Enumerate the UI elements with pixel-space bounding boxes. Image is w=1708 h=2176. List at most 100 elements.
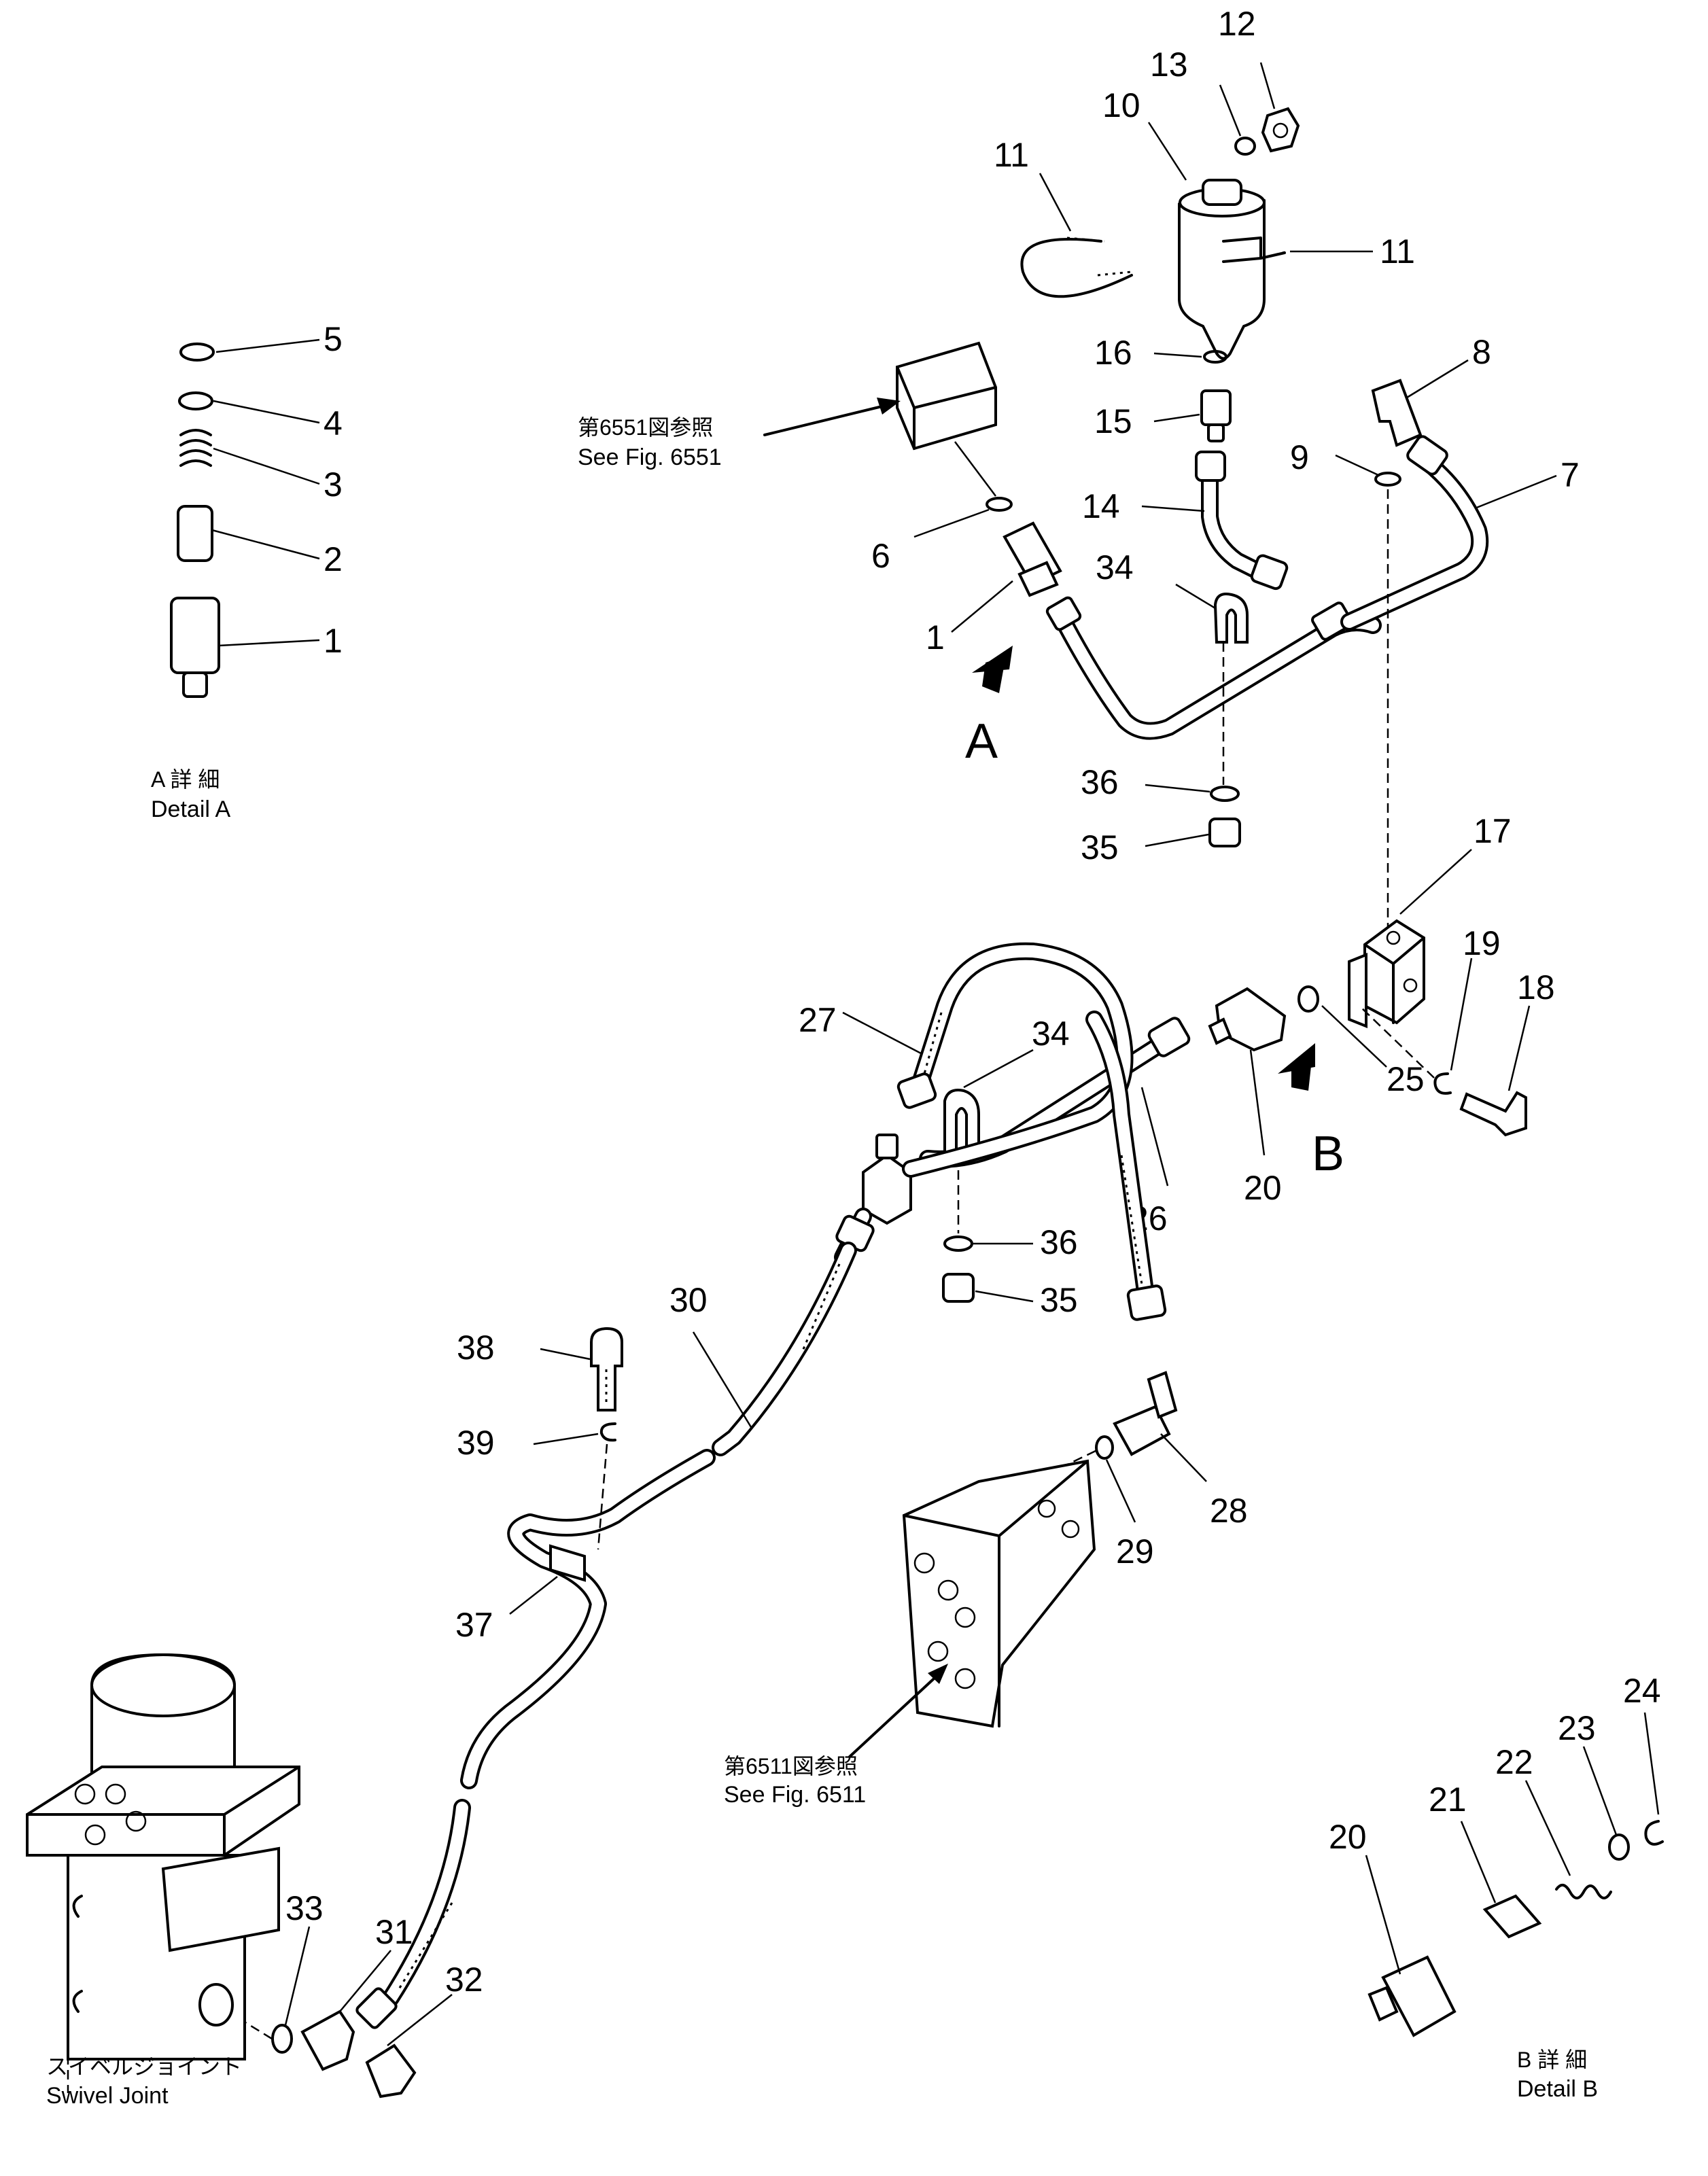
part-32-plug <box>365 2043 417 2099</box>
middle-assembly: 17 19 18 25 20 B 26 34 <box>724 812 1555 1808</box>
label-12: 12 <box>1218 5 1256 43</box>
tee-fitting-upper <box>1311 601 1353 641</box>
label-20a: 20 <box>1244 1169 1282 1207</box>
label-27: 27 <box>799 1001 837 1039</box>
part-31-hose-nut <box>355 1987 398 2029</box>
label-32: 32 <box>445 1961 483 1999</box>
label-29: 29 <box>1116 1532 1154 1570</box>
part-8-elbow <box>1371 379 1423 447</box>
label-11a: 11 <box>994 136 1029 174</box>
part-31-elbow <box>300 2010 355 2071</box>
label-31: 31 <box>375 1913 413 1951</box>
label-21: 21 <box>1429 1780 1467 1819</box>
label-10: 10 <box>1102 86 1140 124</box>
label-36b: 36 <box>1040 1223 1078 1261</box>
detail-b: 20 21 22 23 24 B 詳 細 Detail B <box>1329 1672 1664 2102</box>
part-35-nut <box>1208 818 1241 847</box>
label-16: 16 <box>1094 334 1132 372</box>
label-39: 39 <box>457 1424 495 1462</box>
part-39-lock-washer <box>599 1422 616 1442</box>
fig-6511-ref: See Fig. 6511 <box>724 1782 866 1808</box>
detail-b-caption-jp: B 詳 細 <box>1517 2048 1587 2072</box>
part-22-spring <box>1555 1884 1612 1899</box>
detail-a: 5 4 3 2 1 A 詳 細 Detail A <box>151 320 343 822</box>
label-11b: 11 <box>1380 232 1415 270</box>
label-28: 28 <box>1210 1492 1248 1530</box>
part-36-washer <box>1210 786 1240 802</box>
upper-assembly: 第6551図参照 See Fig. 6551 6 1 A 7 8 <box>578 5 1580 938</box>
label-4: 4 <box>324 404 343 442</box>
label-7: 7 <box>1561 456 1580 494</box>
label-1b: 1 <box>926 618 945 656</box>
part-5-snap-ring <box>179 343 215 362</box>
view-a-label: A <box>965 714 998 769</box>
part-19-lock-washer <box>1433 1072 1452 1095</box>
part-34-u-bolt <box>1213 593 1249 644</box>
lower-assembly: 30 37 38 39 31 33 32 <box>26 1208 875 2109</box>
part-33-o-ring <box>271 2024 293 2054</box>
label-14: 14 <box>1082 487 1120 525</box>
detail-a-caption-jp: A 詳 細 <box>151 767 220 792</box>
label-3: 3 <box>324 466 343 504</box>
part-35-nut-middle <box>942 1273 975 1303</box>
arrow-b-icon <box>1278 1043 1315 1091</box>
label-8: 8 <box>1472 333 1491 371</box>
part-2-plunger <box>177 505 213 562</box>
label-30: 30 <box>669 1281 708 1319</box>
label-23: 23 <box>1558 1709 1596 1747</box>
fig-6551-ref-jp: 第6551図参照 <box>578 415 713 440</box>
label-1: 1 <box>324 622 343 660</box>
label-34b: 34 <box>1032 1015 1070 1053</box>
part-29-o-ring <box>1095 1435 1114 1460</box>
swivel-joint-caption: Swivel Joint <box>46 2083 169 2109</box>
part-34-u-bolt-middle <box>943 1089 980 1157</box>
view-b-label: B <box>1312 1127 1344 1181</box>
label-36a: 36 <box>1081 763 1119 801</box>
label-24: 24 <box>1623 1672 1661 1710</box>
label-38: 38 <box>457 1329 495 1367</box>
label-19: 19 <box>1463 924 1501 962</box>
label-35b: 35 <box>1040 1281 1078 1319</box>
label-35a: 35 <box>1081 828 1119 866</box>
part-37-clamp <box>549 1544 586 1582</box>
label-34a: 34 <box>1096 548 1134 586</box>
part-4-washer <box>178 391 213 410</box>
part-20-check-valve <box>1215 987 1287 1052</box>
label-22: 22 <box>1495 1743 1533 1781</box>
part-7-pipe-nut <box>1406 435 1448 476</box>
swivel-joint <box>26 1653 300 2093</box>
label-6: 6 <box>871 537 890 575</box>
label-9: 9 <box>1290 438 1309 476</box>
part-36-washer-middle <box>943 1235 973 1252</box>
label-17: 17 <box>1474 812 1512 850</box>
part-3-spring <box>179 429 212 467</box>
part-15-connector <box>1200 389 1232 426</box>
fig-6551-ref: See Fig. 6551 <box>578 444 722 470</box>
block-fig-6551 <box>896 341 997 451</box>
part-12-nut <box>1261 107 1300 153</box>
part-16-o-ring <box>1203 350 1227 364</box>
part-27-hose-nut <box>896 1072 937 1109</box>
part-20-valve-detail <box>1381 1955 1457 2037</box>
detail-a-caption: Detail A <box>151 796 230 822</box>
label-15: 15 <box>1094 402 1132 440</box>
label-25: 25 <box>1387 1060 1425 1098</box>
fig-6511-ref-jp: 第6511図参照 <box>724 1754 858 1778</box>
arrow-a-icon <box>972 646 1013 693</box>
part-26-pipe-nut <box>1147 1017 1191 1057</box>
part-24-snap-ring <box>1644 1820 1664 1846</box>
label-18: 18 <box>1517 968 1555 1006</box>
part-18-bolt <box>1459 1091 1527 1137</box>
label-33: 33 <box>285 1889 324 1927</box>
part-13-washer <box>1234 137 1256 156</box>
part-25-o-ring <box>1297 985 1319 1013</box>
part-1-valve <box>170 597 220 674</box>
part-14-pipe-nut <box>1195 451 1226 482</box>
detail-b-caption: Detail B <box>1517 2076 1598 2102</box>
label-2: 2 <box>324 540 343 578</box>
label-5: 5 <box>324 320 343 358</box>
part-28-elbow <box>1113 1405 1171 1456</box>
label-13: 13 <box>1150 46 1188 84</box>
part-21-plunger <box>1482 1894 1542 1939</box>
